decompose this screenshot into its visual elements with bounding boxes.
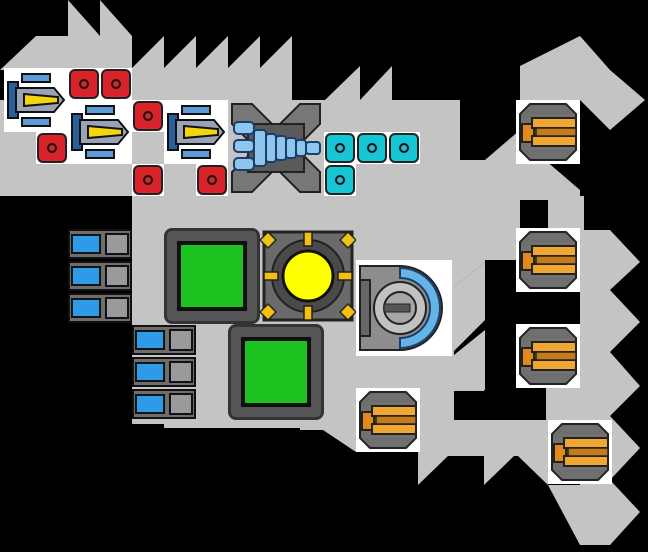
cockpit[interactable] (356, 260, 452, 356)
armor-red-icon (133, 165, 163, 195)
armor-block-red[interactable] (196, 164, 228, 196)
armor-cyan-icon (325, 165, 355, 195)
main-engine[interactable] (228, 100, 324, 196)
battery-stack-1[interactable] (68, 228, 132, 324)
armor-block-red[interactable] (68, 68, 100, 100)
armor-block-red[interactable] (132, 164, 164, 196)
reactor[interactable] (258, 228, 358, 324)
armor-block-cyan[interactable] (324, 164, 356, 196)
cargo-tank-1[interactable] (164, 228, 260, 324)
cargo-tank-2[interactable] (228, 324, 324, 420)
turret-5[interactable] (548, 420, 612, 484)
wing-thruster-2[interactable] (68, 100, 132, 164)
armor-block-cyan[interactable] (388, 132, 420, 164)
armor-red-icon (197, 165, 227, 195)
battery-stack-2[interactable] (132, 324, 196, 420)
tank-fill (177, 241, 247, 311)
wing-thruster-1[interactable] (4, 68, 68, 132)
turret-1[interactable] (516, 100, 580, 164)
armor-cyan-icon (389, 133, 419, 163)
armor-red-icon (133, 101, 163, 131)
armor-cyan-icon (325, 133, 355, 163)
armor-block-red[interactable] (132, 100, 164, 132)
armor-red-icon (101, 69, 131, 99)
turret-4[interactable] (356, 388, 420, 452)
armor-red-icon (69, 69, 99, 99)
armor-cyan-icon (357, 133, 387, 163)
armor-block-cyan[interactable] (356, 132, 388, 164)
armor-block-cyan[interactable] (324, 132, 356, 164)
armor-block-red[interactable] (36, 132, 68, 164)
turret-2[interactable] (516, 228, 580, 292)
armor-block-red[interactable] (100, 68, 132, 100)
turret-3[interactable] (516, 324, 580, 388)
wing-thruster-3[interactable] (164, 100, 228, 164)
tank-fill (241, 337, 311, 407)
armor-red-icon (37, 133, 67, 163)
